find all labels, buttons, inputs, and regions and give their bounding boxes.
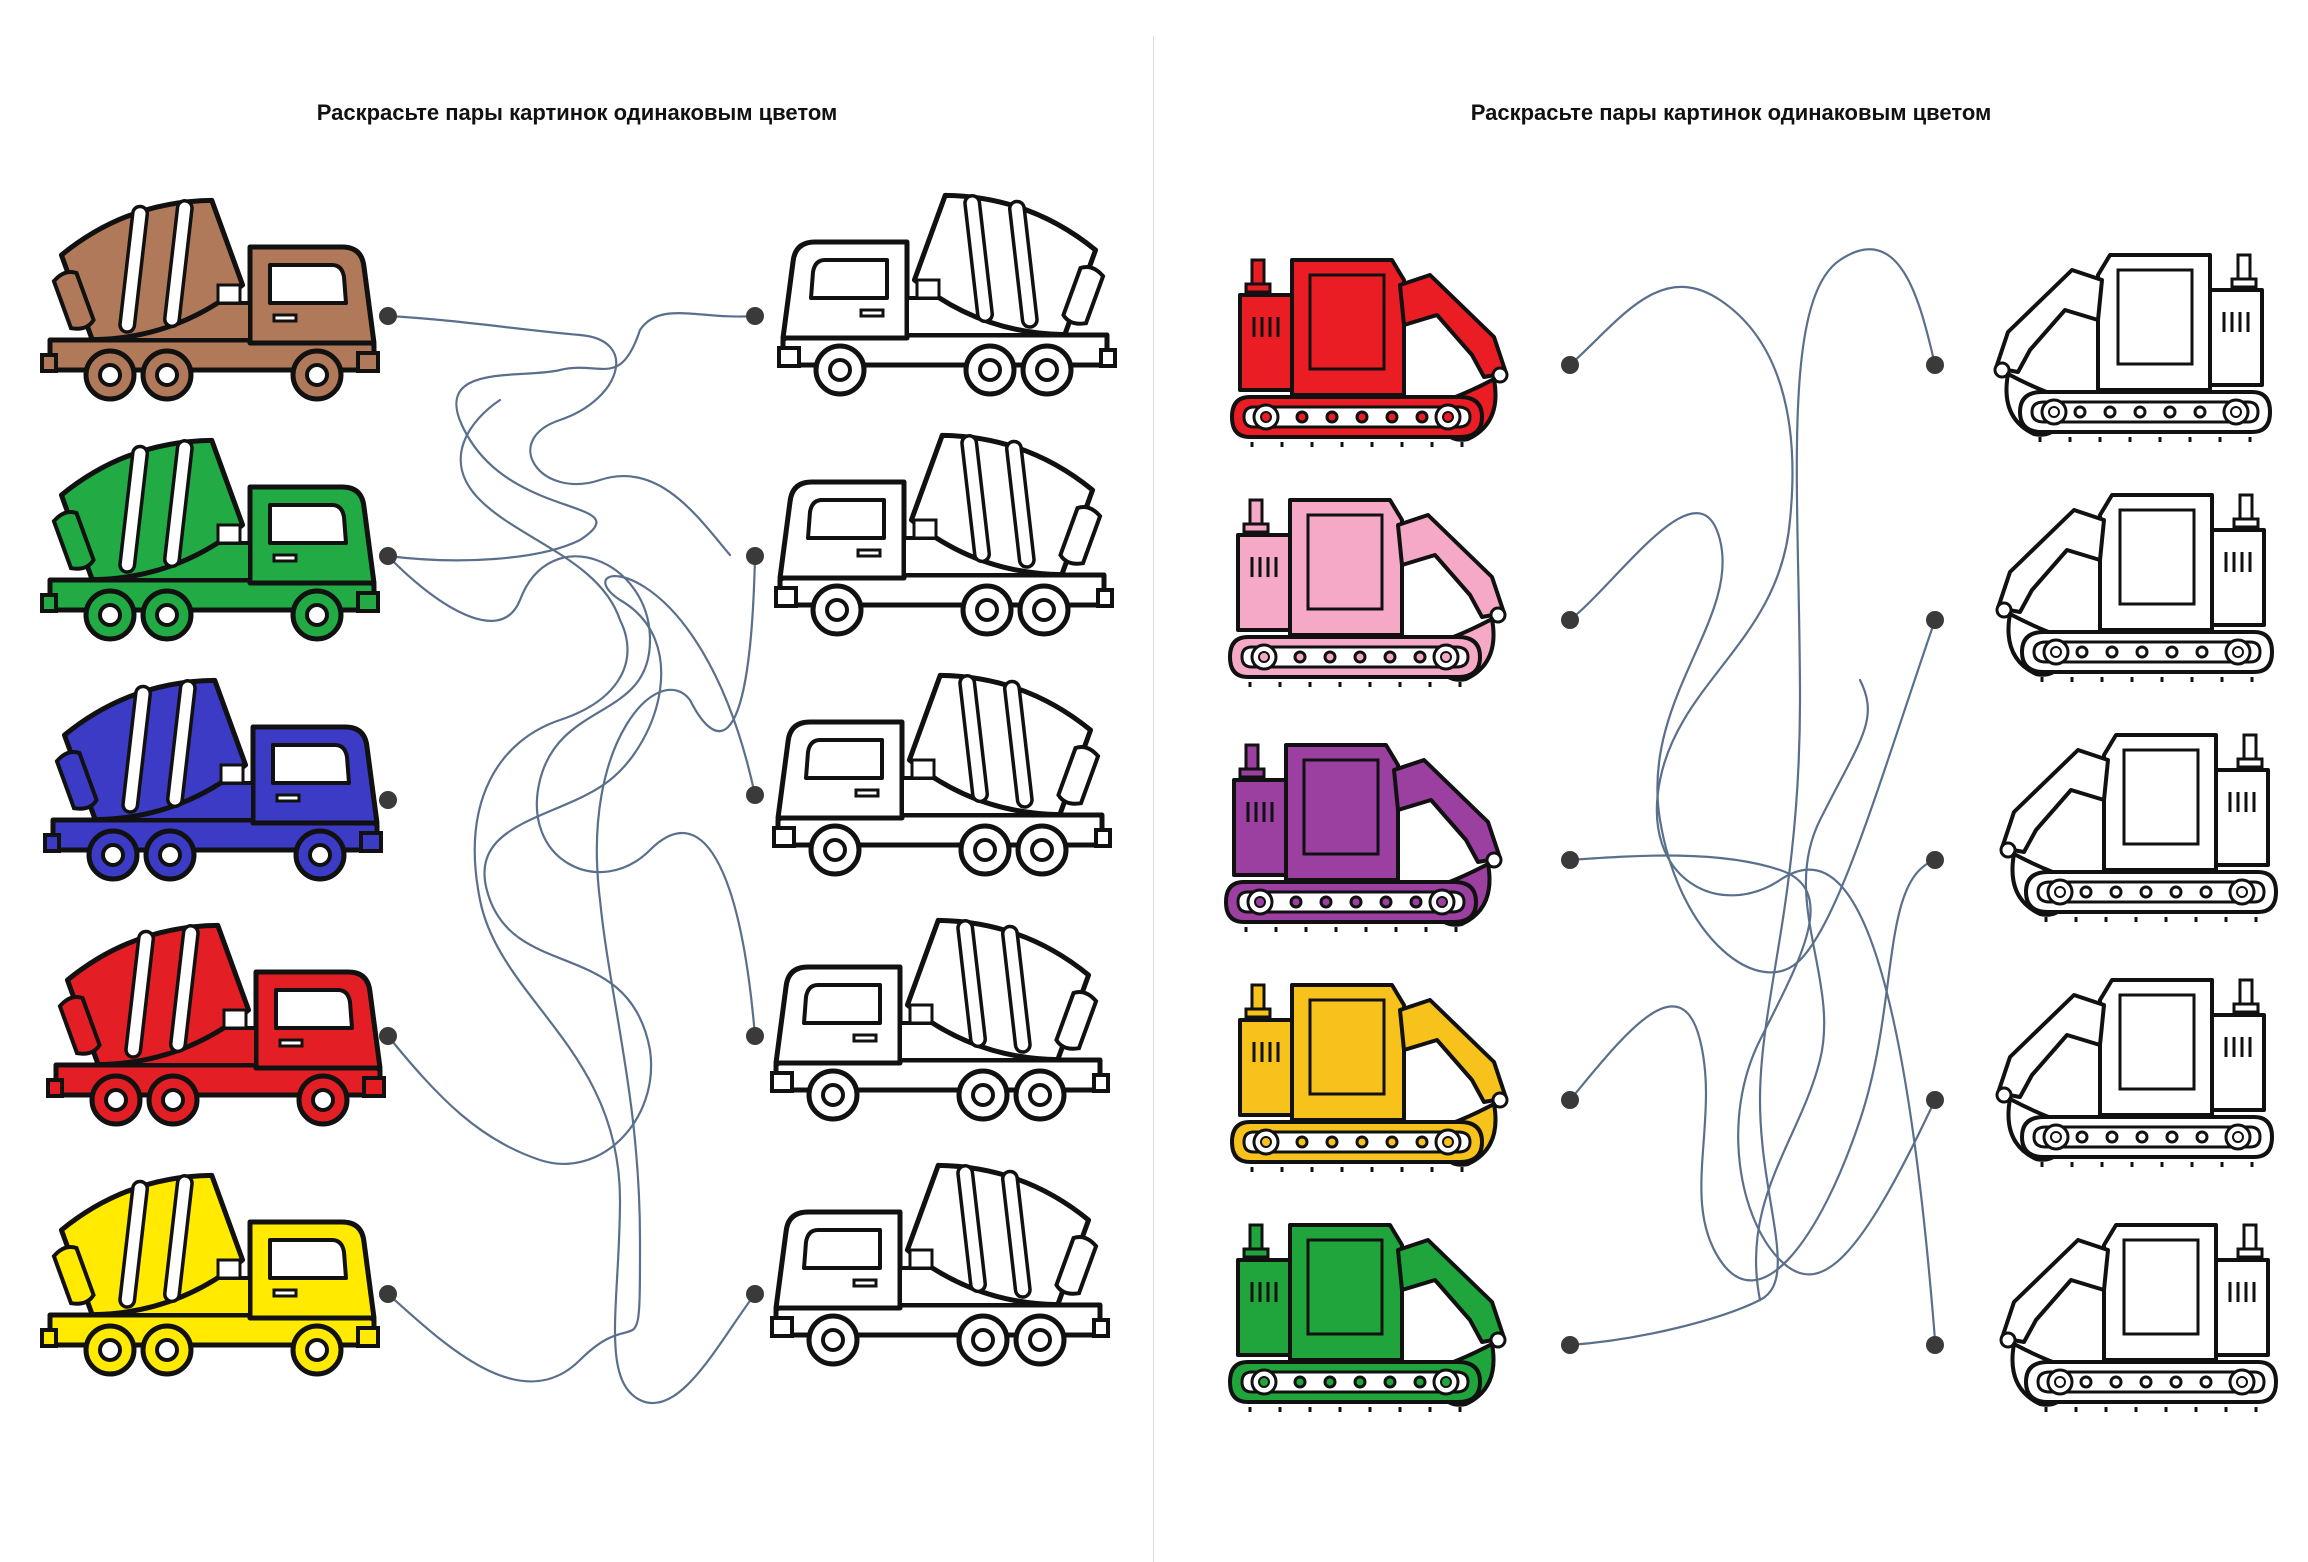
outline-excavator[interactable] bbox=[1993, 253, 2272, 444]
maze-line bbox=[386, 575, 757, 1165]
maze-line bbox=[1568, 512, 1937, 974]
end-dot bbox=[1926, 356, 1944, 374]
outline-excavator[interactable] bbox=[1995, 493, 2274, 684]
outline-excavator[interactable] bbox=[1995, 978, 2274, 1169]
end-dot bbox=[746, 307, 764, 325]
outline-mixer-truck[interactable] bbox=[772, 907, 1108, 1119]
start-dot bbox=[1561, 1091, 1579, 1109]
start-dot bbox=[379, 1027, 397, 1045]
page-divider bbox=[1153, 36, 1154, 1562]
start-dot bbox=[379, 547, 397, 565]
colored-excavator[interactable] bbox=[1224, 743, 1503, 934]
end-dot bbox=[1926, 611, 1944, 629]
outline-mixer-truck[interactable] bbox=[774, 662, 1110, 874]
outline-mixer-truck[interactable] bbox=[772, 1152, 1108, 1364]
maze-line bbox=[459, 398, 757, 1404]
end-dot bbox=[1926, 851, 1944, 869]
maze-line bbox=[1568, 248, 1937, 1347]
maze-line bbox=[386, 554, 757, 1038]
start-dot bbox=[1561, 611, 1579, 629]
start-dot bbox=[379, 1285, 397, 1303]
colored-excavator[interactable] bbox=[1228, 1223, 1507, 1414]
outline-mixer-truck[interactable] bbox=[779, 182, 1115, 394]
colored-mixer-truck[interactable] bbox=[48, 912, 384, 1124]
maze-line bbox=[386, 314, 732, 557]
end-dot bbox=[746, 1027, 764, 1045]
page-title-right: Раскрасьте пары картинок одинаковым цвет… bbox=[1470, 100, 1992, 125]
colored-excavator[interactable] bbox=[1230, 258, 1509, 449]
colored-mixer-truck[interactable] bbox=[42, 427, 378, 639]
end-dot bbox=[746, 1285, 764, 1303]
maze-line bbox=[1754, 678, 1869, 1302]
maze-dots-right bbox=[1561, 356, 1944, 1354]
colored-excavator[interactable] bbox=[1230, 983, 1509, 1174]
colored-mixer-truck[interactable] bbox=[45, 667, 381, 879]
end-dot bbox=[1926, 1336, 1944, 1354]
maze-lines-left bbox=[386, 312, 757, 1404]
maze-line bbox=[1568, 858, 1937, 1282]
colored-mixer-truck[interactable] bbox=[42, 1162, 378, 1374]
outline-excavator[interactable] bbox=[1999, 1223, 2278, 1414]
start-dot bbox=[1561, 1336, 1579, 1354]
maze-line bbox=[1568, 285, 1937, 1342]
end-dot bbox=[746, 547, 764, 565]
maze-line bbox=[1568, 854, 1937, 1276]
start-dot bbox=[1561, 356, 1579, 374]
colored-mixer-truck[interactable] bbox=[42, 187, 378, 399]
maze-line bbox=[386, 554, 757, 1383]
start-dot bbox=[379, 307, 397, 325]
page-title-left: Раскрасьте пары картинок одинаковым цвет… bbox=[316, 100, 838, 125]
maze-line bbox=[386, 312, 757, 562]
start-dot bbox=[1561, 851, 1579, 869]
colored-excavator[interactable] bbox=[1228, 498, 1507, 689]
outline-excavator[interactable] bbox=[1999, 733, 2278, 924]
maze-dots-left bbox=[379, 307, 764, 1303]
end-dot bbox=[746, 786, 764, 804]
outline-mixer-truck[interactable] bbox=[776, 422, 1112, 634]
maze-lines-right bbox=[1568, 248, 1937, 1347]
end-dot bbox=[1926, 1091, 1944, 1109]
start-dot bbox=[379, 791, 397, 809]
